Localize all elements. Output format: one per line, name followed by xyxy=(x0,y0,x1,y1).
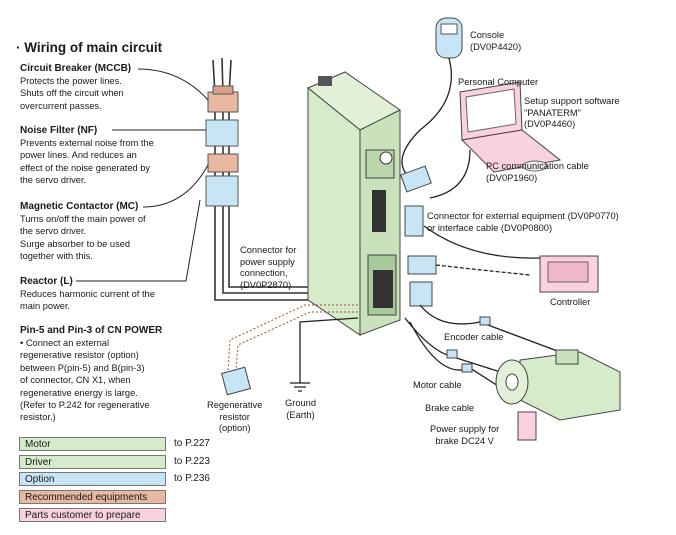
controller-label: Controller xyxy=(550,297,591,307)
console-label: Console (DV0P4420) xyxy=(470,30,522,52)
legend-customer-parts: Parts customer to prepare xyxy=(19,508,166,522)
brake-psu-label: Power supply for brake DC24 V xyxy=(430,424,500,446)
personal-computer xyxy=(429,81,562,199)
encoder-cable-label: Encoder cable xyxy=(444,332,504,342)
ground-symbol xyxy=(290,317,359,392)
section-regen-pins: Pin-5 and Pin-3 of CN POWER • Connect an… xyxy=(20,325,205,424)
section-text: Turns on/off the main power of the servo… xyxy=(20,214,146,262)
servo-driver xyxy=(307,71,401,336)
circuit-breaker xyxy=(207,85,239,113)
legend-driver: Driver xyxy=(19,455,166,469)
motor-cable-label: Motor cable xyxy=(413,380,462,390)
legend-motor: Motor xyxy=(19,437,166,451)
leader-lines xyxy=(76,68,209,282)
power-connector-label: Connector for power supply connection, (… xyxy=(240,245,297,290)
section-heading: Reactor (L) xyxy=(20,276,73,287)
section-text: Prevents external noise from the power l… xyxy=(20,138,154,186)
legend-recommended: Recommended equipments xyxy=(19,490,166,504)
section-mc: Magnetic Contactor (MC) Turns on/off the… xyxy=(20,201,200,263)
brake-connector xyxy=(461,363,473,373)
regenerative-resistor xyxy=(220,304,358,396)
setup-software-label: Setup support software "PANATERM" (DV0P4… xyxy=(524,96,620,129)
section-heading: Magnetic Contactor (MC) xyxy=(20,201,139,212)
magnetic-contactor xyxy=(207,153,239,173)
section-mccb: Circuit Breaker (MCCB) Protects the powe… xyxy=(20,63,190,112)
brake-power-supply xyxy=(517,411,537,441)
servo-motor xyxy=(495,349,621,421)
page-title: · Wiring of main circuit xyxy=(16,40,163,55)
section-text: Reduces harmonic current of the main pow… xyxy=(20,289,155,312)
regen-resistor-label: Regenerative resistor (option) xyxy=(207,400,263,433)
external-connector-label: Connector for external equipment (DV0P07… xyxy=(427,211,619,233)
option-connectors xyxy=(400,165,541,307)
legend-motor-ref: to P.227 xyxy=(174,438,210,449)
section-heading: Noise Filter (NF) xyxy=(20,125,98,136)
console-device xyxy=(401,17,463,179)
section-text: Protects the power lines. Shuts off the … xyxy=(20,76,124,111)
section-heading: Pin-5 and Pin-3 of CN POWER xyxy=(20,325,163,336)
ground-label: Ground (Earth) xyxy=(285,398,317,420)
section-heading: Circuit Breaker (MCCB) xyxy=(20,63,132,74)
brake-cable-label: Brake cable xyxy=(425,403,475,413)
noise-filter xyxy=(205,119,239,147)
motor-connector xyxy=(446,349,458,359)
legend-option-ref: to P.236 xyxy=(174,473,210,484)
encoder-connector xyxy=(479,316,491,326)
pc-cable-label: PC communication cable (DV0P1960) xyxy=(486,161,589,183)
section-text: • Connect an external regenerative resis… xyxy=(20,338,150,423)
reactor xyxy=(205,175,239,207)
controller-device xyxy=(539,255,599,293)
legend-driver-ref: to P.223 xyxy=(174,456,210,467)
legend-option: Option xyxy=(19,472,166,486)
pc-label: Personal Computer xyxy=(458,77,539,87)
section-reactor: Reactor (L) Reduces harmonic current of … xyxy=(20,276,200,313)
section-nf: Noise Filter (NF) Prevents external nois… xyxy=(20,125,200,187)
